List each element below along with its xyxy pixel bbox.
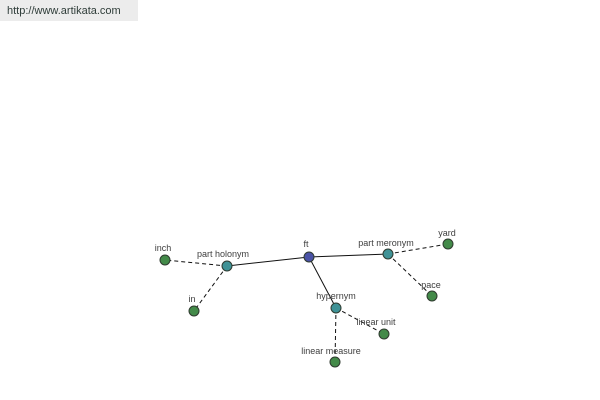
node-part-holonym[interactable]	[221, 260, 233, 272]
node-linear-measure[interactable]	[329, 356, 341, 368]
node-label-part-meronym[interactable]: part meronym	[358, 238, 414, 248]
node-inch[interactable]	[159, 254, 171, 266]
edge-ft-to-hypernym	[308, 256, 337, 309]
edge-hypernym-to-linear-measure	[334, 307, 337, 363]
node-pace[interactable]	[426, 290, 438, 302]
edge-part-meronym-to-yard	[387, 243, 449, 255]
edge-part-holonym-to-inch	[164, 259, 228, 267]
node-label-yard[interactable]: yard	[438, 228, 456, 238]
node-label-in[interactable]: in	[188, 294, 195, 304]
edge-part-holonym-to-in	[193, 265, 228, 312]
site-url-link[interactable]: http://www.artikata.com	[7, 5, 121, 17]
labels-layer: ft part holonym part meronym hypernym inch in…	[155, 228, 456, 356]
node-label-linear-measure[interactable]: linear measure	[301, 346, 361, 356]
node-yard[interactable]	[442, 238, 454, 250]
node-linear-unit[interactable]	[378, 328, 390, 340]
node-part-meronym[interactable]	[382, 248, 394, 260]
node-label-part-holonym[interactable]: part holonym	[197, 249, 249, 259]
node-in[interactable]	[188, 305, 200, 317]
edge-part-meronym-to-pace	[387, 253, 433, 297]
edge-ft-to-part-holonym	[226, 256, 310, 267]
node-label-ft[interactable]: ft	[303, 239, 309, 249]
edges-layer	[164, 243, 449, 363]
node-label-pace[interactable]: pace	[421, 280, 441, 290]
edge-hypernym-to-linear-unit	[335, 307, 385, 335]
nodes-layer	[159, 238, 454, 368]
url-bar: http://www.artikata.com	[0, 0, 138, 21]
edge-ft-to-part-meronym	[308, 253, 389, 258]
node-label-hypernym[interactable]: hypernym	[316, 291, 356, 301]
node-ft[interactable]	[303, 251, 315, 263]
node-hypernym[interactable]	[330, 302, 342, 314]
node-label-inch[interactable]: inch	[155, 243, 172, 253]
node-label-linear-unit[interactable]: linear unit	[356, 317, 396, 327]
